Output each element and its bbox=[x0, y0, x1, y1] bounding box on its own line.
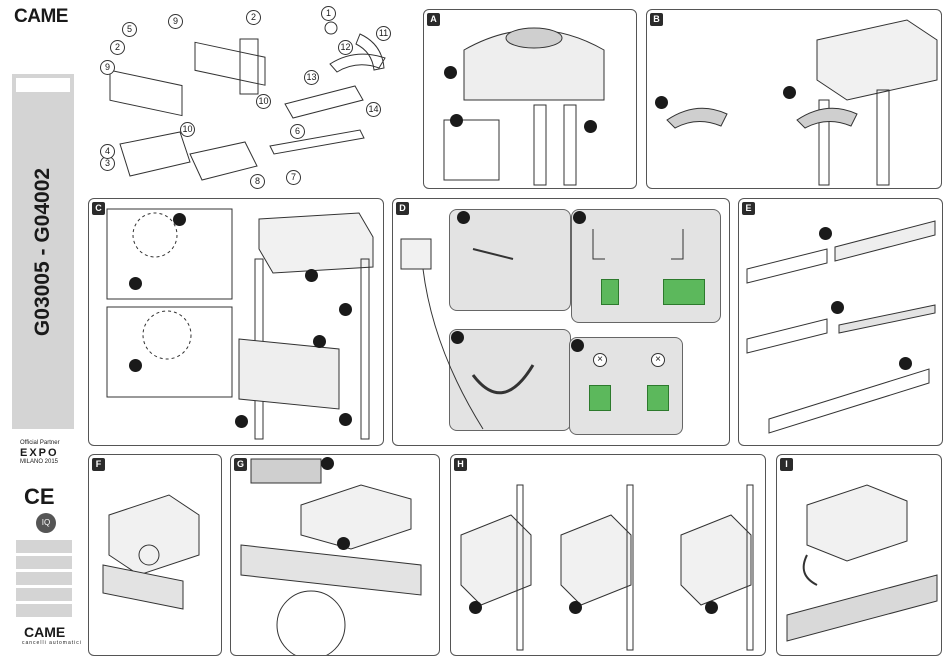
certification-icon: IQ bbox=[36, 513, 56, 533]
panel-a-label: A bbox=[427, 13, 440, 26]
part-number-11: 11 bbox=[376, 26, 391, 41]
sidebar-row bbox=[16, 604, 72, 617]
part-number-14: 14 bbox=[366, 102, 381, 117]
expo-logo: Official Partner EXPO MILANO 2015 bbox=[20, 440, 70, 466]
panel-g: G bbox=[230, 454, 440, 656]
step-marker bbox=[321, 457, 334, 470]
step-marker bbox=[819, 227, 832, 240]
step-marker bbox=[173, 213, 186, 226]
part-number-8: 8 bbox=[250, 174, 265, 189]
panel-i: I bbox=[776, 454, 942, 656]
step-marker bbox=[569, 601, 582, 614]
model-codes-title: G03005 - G04002 bbox=[12, 74, 74, 429]
step-marker bbox=[655, 96, 668, 109]
panel-h: H bbox=[450, 454, 766, 656]
step-marker bbox=[573, 211, 586, 224]
sidebar-row bbox=[16, 556, 72, 569]
step-marker bbox=[457, 211, 470, 224]
panel-f-label: F bbox=[92, 458, 105, 471]
step-marker bbox=[783, 86, 796, 99]
step-marker bbox=[305, 269, 318, 282]
panel-g-label: G bbox=[234, 458, 247, 471]
panel-b-drawing bbox=[647, 10, 941, 188]
terminal-block bbox=[663, 279, 705, 305]
sidebar-rows bbox=[16, 540, 72, 620]
panel-e-label: E bbox=[742, 202, 755, 215]
panel-h-drawing bbox=[451, 455, 765, 655]
panel-c: C bbox=[88, 198, 384, 446]
step-marker bbox=[571, 339, 584, 352]
panel-c-label: C bbox=[92, 202, 105, 215]
sidebar-row bbox=[16, 588, 72, 601]
lamp-icon: × bbox=[651, 353, 665, 367]
panel-d-drawing bbox=[393, 199, 729, 445]
model-codes: G03005 - G04002 bbox=[31, 167, 55, 335]
part-number-5: 5 bbox=[122, 22, 137, 37]
part-number-2-alt: 2 bbox=[110, 40, 125, 55]
panel-d: D × × bbox=[392, 198, 730, 446]
panel-h-label: H bbox=[454, 458, 467, 471]
terminal-block bbox=[601, 279, 619, 305]
step-marker bbox=[235, 415, 248, 428]
part-number-10: 10 bbox=[256, 94, 271, 109]
step-marker bbox=[450, 114, 463, 127]
step-marker bbox=[337, 537, 350, 550]
panel-f-drawing bbox=[89, 455, 221, 655]
expo-city: MILANO 2015 bbox=[20, 459, 70, 466]
step-marker bbox=[129, 359, 142, 372]
terminal-block bbox=[589, 385, 611, 411]
expo-wordmark: EXPO bbox=[20, 447, 70, 459]
part-number-9: 9 bbox=[168, 14, 183, 29]
part-number-6: 6 bbox=[290, 124, 305, 139]
lamp-icon: × bbox=[593, 353, 607, 367]
part-number-4: 4 bbox=[100, 144, 115, 159]
expo-partner-text: Official Partner bbox=[20, 440, 70, 447]
step-marker bbox=[899, 357, 912, 370]
ce-mark: CE bbox=[24, 484, 55, 510]
step-marker bbox=[584, 120, 597, 133]
step-marker bbox=[451, 331, 464, 344]
panel-e-drawing bbox=[739, 199, 942, 445]
step-marker bbox=[339, 413, 352, 426]
part-number-10-alt: 10 bbox=[180, 122, 195, 137]
panel-g-drawing bbox=[231, 455, 439, 655]
panel-i-label: I bbox=[780, 458, 793, 471]
panel-f: F bbox=[88, 454, 222, 656]
step-marker bbox=[129, 277, 142, 290]
parts-exploded-view: 1 2 2 3 4 5 6 7 8 9 9 10 10 11 12 13 14 bbox=[90, 4, 410, 192]
panel-i-drawing bbox=[777, 455, 941, 655]
part-number-2: 2 bbox=[246, 10, 261, 25]
panel-a: A bbox=[423, 9, 637, 189]
step-marker bbox=[339, 303, 352, 316]
step-marker bbox=[469, 601, 482, 614]
panel-b: B bbox=[646, 9, 942, 189]
sidebar-row bbox=[16, 572, 72, 585]
parts-drawing bbox=[90, 4, 410, 192]
terminal-block bbox=[647, 385, 669, 411]
step-marker bbox=[444, 66, 457, 79]
part-number-7: 7 bbox=[286, 170, 301, 185]
panel-b-label: B bbox=[650, 13, 663, 26]
brand-logo: CAME bbox=[14, 6, 68, 28]
step-marker bbox=[831, 301, 844, 314]
step-marker bbox=[705, 601, 718, 614]
step-marker bbox=[313, 335, 326, 348]
panel-d-label: D bbox=[396, 202, 409, 215]
brand-logo-bottom: CAME bbox=[24, 624, 65, 640]
part-number-1: 1 bbox=[321, 6, 336, 21]
brand-tagline: cancelli automatici bbox=[22, 640, 82, 646]
panel-a-drawing bbox=[424, 10, 636, 188]
part-number-9-alt: 9 bbox=[100, 60, 115, 75]
part-number-13: 13 bbox=[304, 70, 319, 85]
panel-e: E bbox=[738, 198, 943, 446]
panel-c-drawing bbox=[89, 199, 383, 445]
part-number-12: 12 bbox=[338, 40, 353, 55]
sidebar-row bbox=[16, 540, 72, 553]
